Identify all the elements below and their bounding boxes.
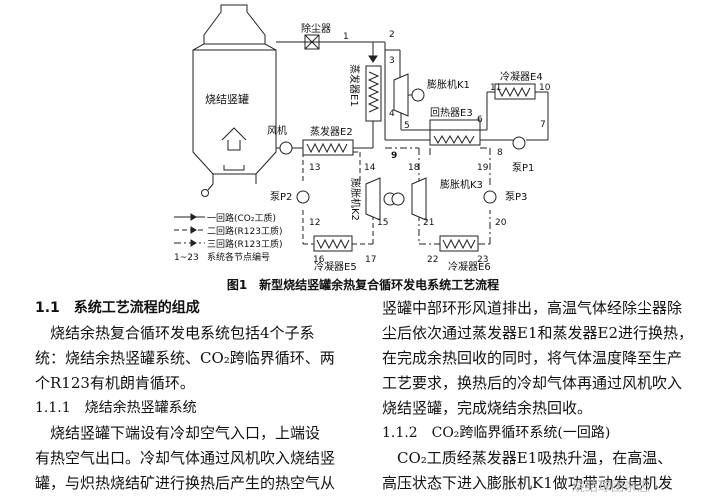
node-12: 12 [309, 218, 320, 228]
paragraph-line: 烧结余热复合循环发电系统包括4个子系 [35, 324, 315, 342]
paragraph-line: 个R123有机朗肯循环。 [35, 374, 195, 392]
pump-p2 [296, 190, 310, 204]
pump-p3-label: 泵P3 [505, 191, 527, 203]
evaporator-e2-label: 蒸发器E2 [310, 125, 353, 138]
generator-k1 [411, 88, 425, 102]
condenser-e6-label: 冷凝器E6 [448, 260, 491, 273]
node-5: 5 [404, 121, 410, 131]
paragraph-line: 竖罐中部环形风道排出，高温气体经除尘器除 [382, 299, 683, 317]
paragraph-line: 有热空气出口。冷却气体通过风机吹入烧结竖 [35, 449, 336, 467]
legend-item-4: 系统各节点编号 [207, 251, 270, 263]
watermark: 烧结球团杂志 [572, 480, 651, 495]
node-17: 17 [365, 255, 376, 265]
condenser-e5-label: 冷凝器E5 [314, 260, 357, 273]
sintering-tower [192, 4, 277, 197]
condenser-e4-label: 冷凝器E4 [500, 70, 543, 83]
node-8: 8 [497, 148, 503, 158]
node-9: 9 [391, 151, 397, 161]
paragraph-line: 尘后依次通过蒸发器E1和蒸发器E2进行换热， [382, 324, 693, 342]
condenser-e6 [439, 235, 479, 252]
section-heading-1-1-1: 1.1.1 烧结余热竖罐系统 [35, 400, 197, 416]
regenerator-e3-label: 回热器E3 [430, 106, 473, 119]
expander-k2-label: 膨胀机K2 [349, 178, 362, 221]
paragraph-line: 烧结竖罐下端设有冷却空气入口，上端设 [35, 424, 321, 442]
paragraph-line: 高压状态下进入膨胀机K1做功带动发电机发 [382, 474, 673, 492]
paragraph-line: 统：烧结余热竖罐系统、CO₂跨临界循环、两 [35, 349, 335, 367]
legend-node-range: 1~23 [174, 253, 199, 263]
evaporator-e2 [302, 139, 354, 156]
dust-collector [304, 34, 320, 50]
paragraph-line: 工艺要求，换热后的冷却气体再通过风机吹入 [382, 374, 683, 392]
node-13: 13 [309, 163, 320, 173]
node-14: 14 [364, 163, 376, 173]
legend: 一回路(CO₂工质) 二回路(R123工质) 三回路(R123工质) 1~23 … [174, 212, 282, 263]
dust-collector-label: 除尘器 [301, 22, 331, 35]
node-21: 21 [423, 218, 434, 228]
paragraph-line: 在完成余热回收的同时，将气体温度降至生产 [382, 349, 683, 367]
expander-k1-label: 膨胀机K1 [427, 78, 470, 91]
node-7: 7 [540, 120, 546, 130]
node-19: 19 [477, 163, 489, 173]
node-23: 23 [477, 255, 488, 265]
pump-p2-label: 泵P2 [270, 191, 292, 203]
pump-p1 [512, 136, 526, 150]
paragraph-line: 烧结竖罐，完成烧结余热回收。 [382, 399, 593, 417]
node-6: 6 [477, 115, 483, 125]
expander-k3-label: 膨胀机K3 [440, 178, 483, 191]
node-11: 11 [490, 83, 501, 93]
legend-item-2: 二回路(R123工质) [207, 225, 282, 237]
pump-p1-label: 泵P1 [512, 162, 534, 174]
node-2: 2 [389, 30, 395, 40]
text-column-right: 竖罐中部环形风道排出，高温气体经除尘器除 尘后依次通过蒸发器E1和蒸发器E2进行… [382, 296, 712, 496]
expander-k2 [365, 177, 381, 221]
fan-label: 风机 [267, 124, 287, 137]
node-10: 10 [539, 83, 551, 93]
node-15: 15 [377, 218, 388, 228]
section-heading-1-1-2: 1.1.2 CO₂跨临界循环系统(一回路) [382, 425, 611, 441]
paragraph-line: 罐，与炽热烧结矿进行换热后产生的热空气从 [35, 474, 336, 492]
fan [279, 141, 293, 155]
node-3: 3 [389, 56, 395, 66]
text-column-left: 1.1 系统工艺流程的组成 烧结余热复合循环发电系统包括4个子系 统：烧结余热竖… [35, 296, 363, 496]
node-16: 16 [313, 255, 325, 265]
legend-item-3: 三回路(R123工质) [207, 238, 282, 250]
condenser-e5 [313, 235, 353, 252]
node-18: 18 [408, 163, 420, 173]
section-heading-1-1: 1.1 系统工艺流程的组成 [35, 300, 200, 316]
node-4: 4 [389, 109, 395, 119]
node-1: 1 [343, 32, 349, 42]
node-20: 20 [495, 218, 507, 228]
evaporator-e1-label: 蒸发器E1 [348, 64, 361, 107]
expander-k3 [411, 177, 427, 221]
process-flow-diagram: 烧结竖罐 除尘器 蒸发器E1 蒸发器E2 风机 膨胀机K1 回热器E3 冷凝器E… [174, 4, 551, 273]
generator-k3 [391, 192, 405, 206]
tower-label: 烧结竖罐 [205, 93, 249, 106]
paragraph-line: CO₂工质经蒸发器E1吸热升温，在高温、 [382, 449, 673, 467]
expander-k1 [393, 73, 409, 117]
legend-item-1: 一回路(CO₂工质) [207, 212, 276, 224]
pump-p3 [483, 190, 497, 204]
figure-caption: 图1 新型烧结竖罐余热复合循环发电系统工艺流程 [226, 278, 500, 292]
node-22: 22 [427, 255, 438, 265]
